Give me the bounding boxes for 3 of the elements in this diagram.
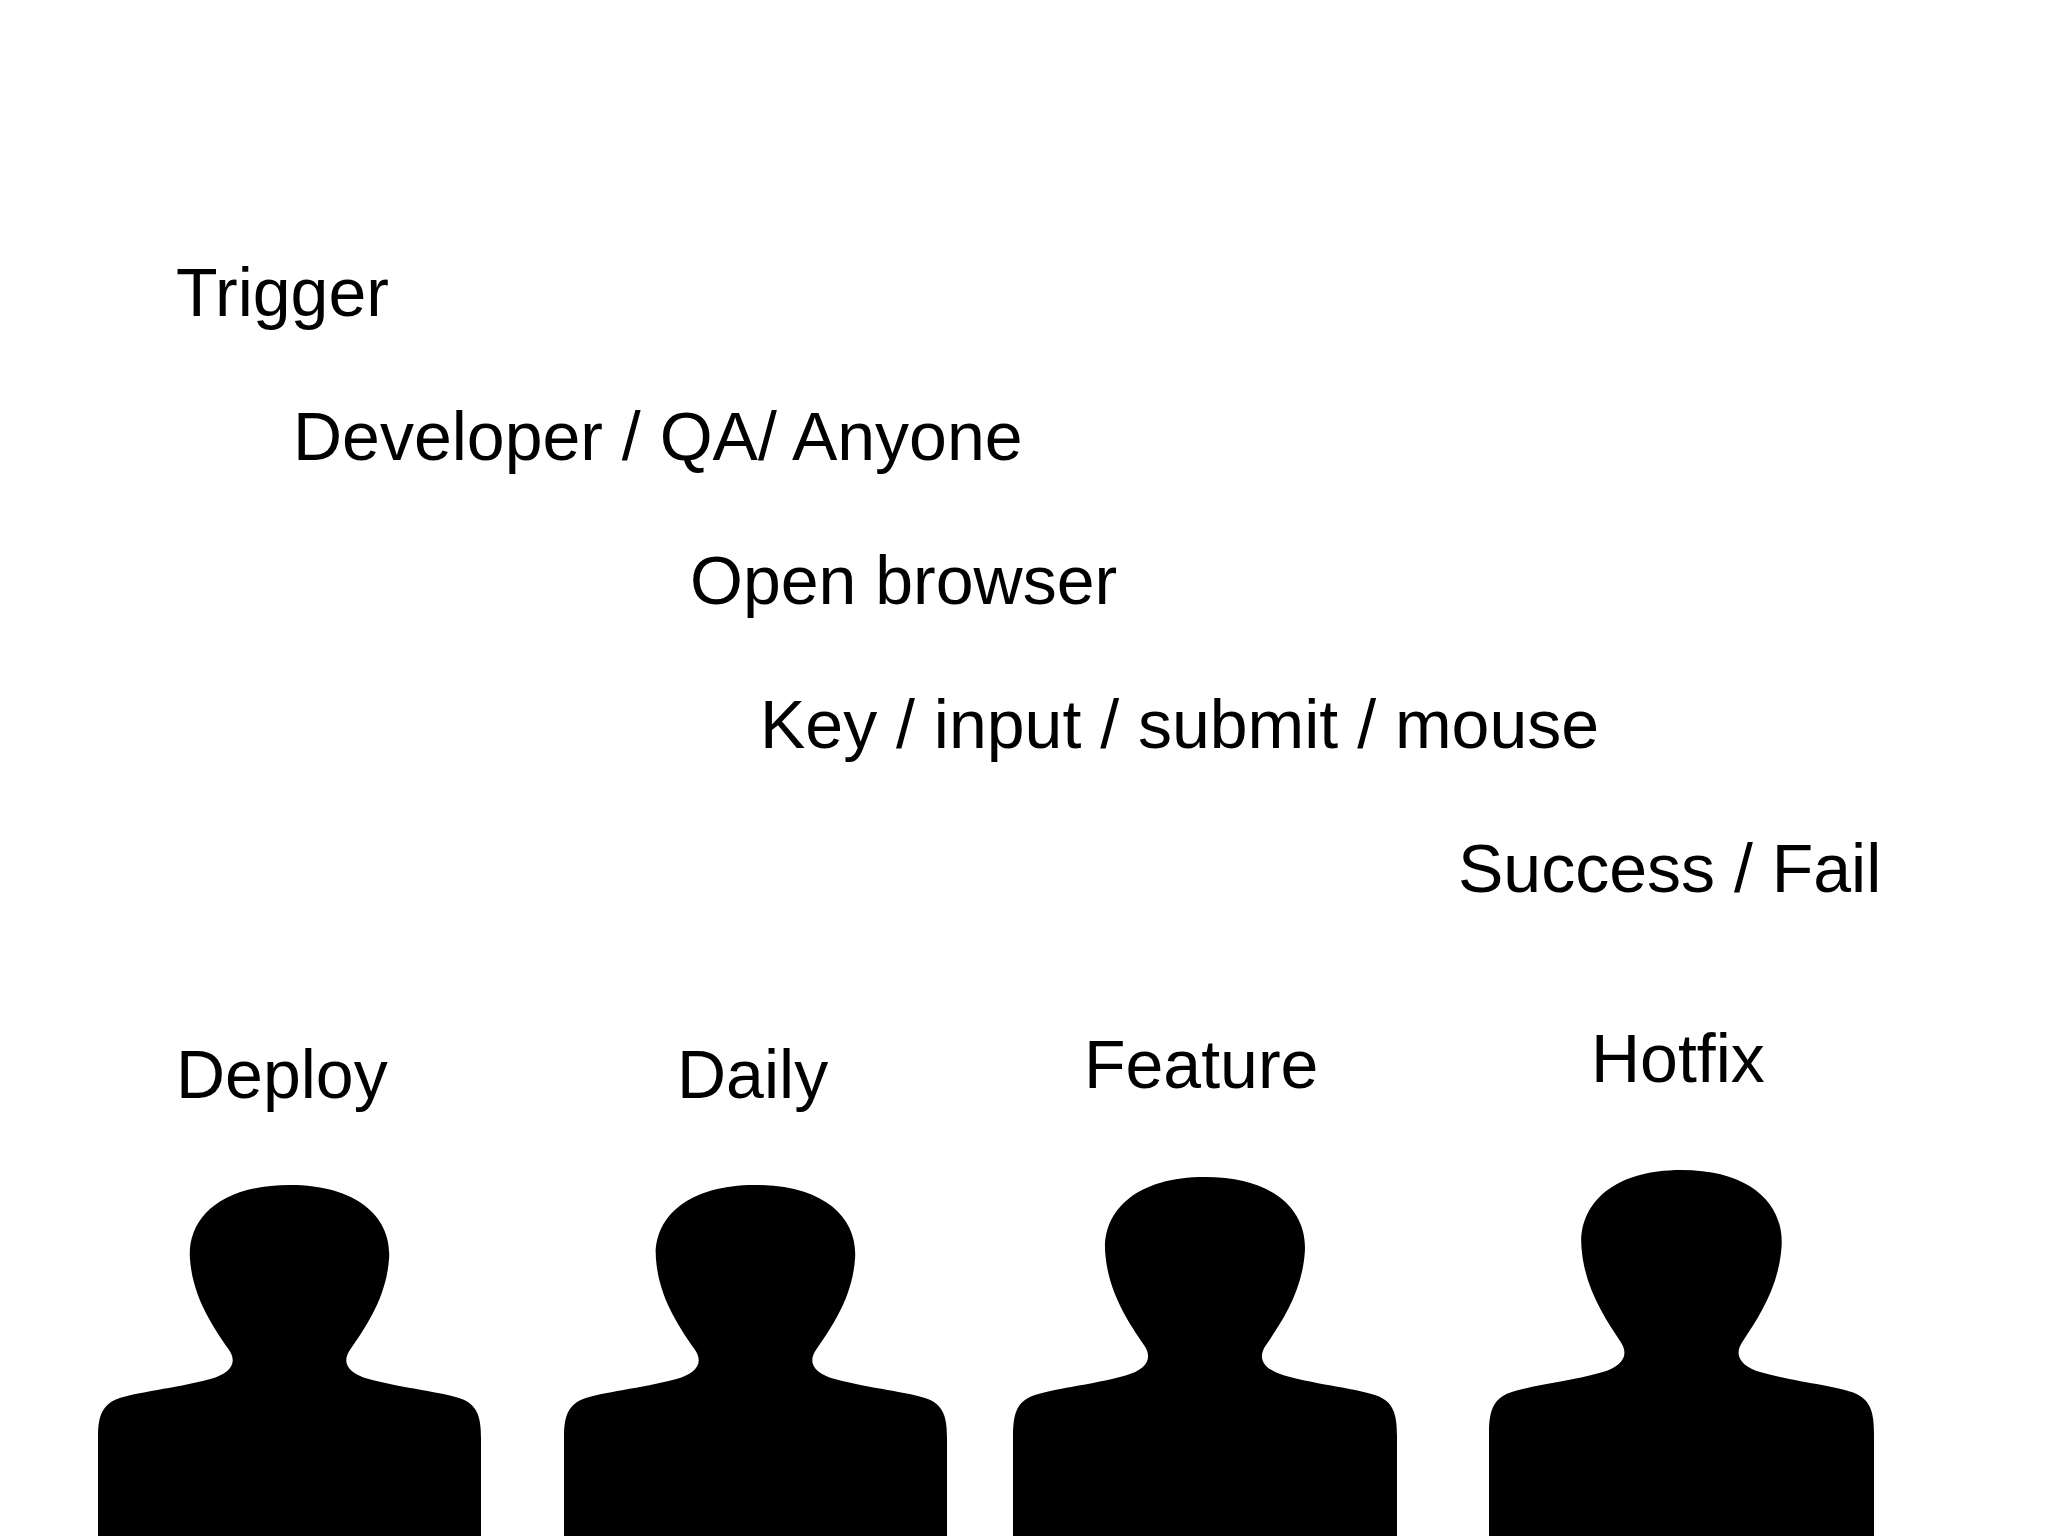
- branch-label: Feature: [1084, 1030, 1319, 1098]
- step-label: Success / Fail: [1458, 834, 1882, 902]
- branch-label: Hotfix: [1591, 1024, 1765, 1092]
